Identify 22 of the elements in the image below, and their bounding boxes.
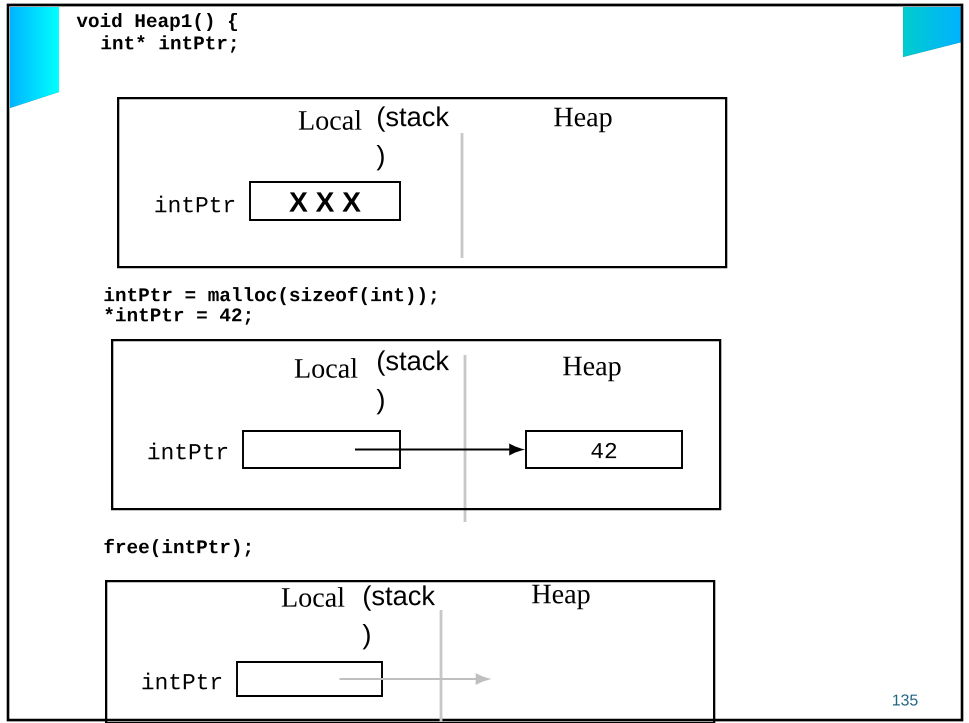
value-box: 42 xyxy=(525,430,683,469)
code-line: *intPtr = 42; xyxy=(105,307,250,325)
section-heading: Heap xyxy=(563,356,621,382)
code-line: free(intPtr); xyxy=(104,538,250,558)
page-number: 135 xyxy=(893,694,918,706)
section-heading: (stack ) xyxy=(362,585,436,650)
section-heading: Local xyxy=(282,587,344,607)
code-line: intPtr = malloc(sizeof(int)); xyxy=(104,286,436,306)
variable-name: intPtr xyxy=(148,442,228,460)
code-line: int* intPtr; xyxy=(101,35,236,53)
value-box: X X X xyxy=(249,181,401,221)
code-line: void Heap1() { xyxy=(76,13,237,31)
section-heading: (stack ) xyxy=(376,106,450,170)
section-heading: Local xyxy=(294,358,358,378)
section-heading: Heap xyxy=(532,584,590,610)
section-heading: Local xyxy=(298,110,362,130)
section-heading: (stack ) xyxy=(376,350,450,414)
arrow xyxy=(355,444,522,455)
variable-name: intPtr xyxy=(155,196,234,212)
arrow xyxy=(340,674,489,684)
variable-name: intPtr xyxy=(142,672,222,690)
section-heading: Heap xyxy=(554,108,612,132)
